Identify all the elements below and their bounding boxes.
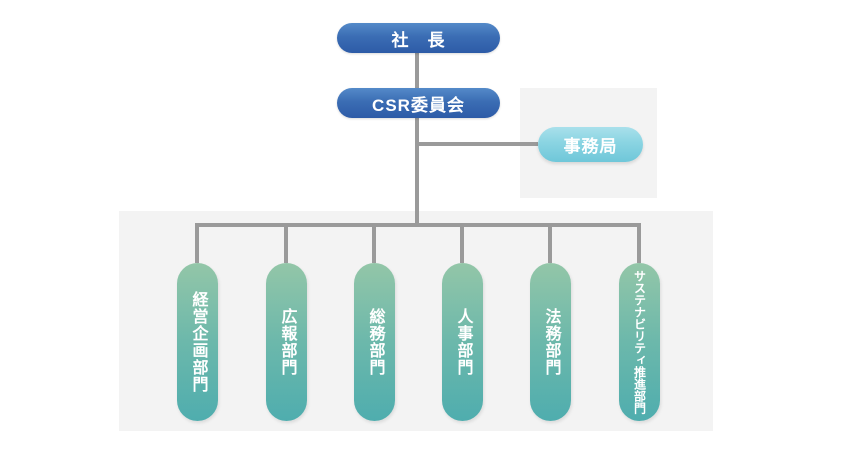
department-label: 人事部門: [454, 308, 472, 376]
department-label: 経営企画部門: [189, 291, 207, 393]
node-department-legal: 法務部門: [530, 263, 571, 421]
node-president: 社 長: [337, 23, 500, 53]
connector-drop-5: [548, 223, 552, 263]
node-department-human-resources: 人事部門: [442, 263, 483, 421]
department-label: 法務部門: [542, 308, 560, 376]
node-department-sustainability-promotion: サステナビリティ推進部門: [619, 263, 660, 421]
node-president-label: 社 長: [391, 30, 446, 50]
node-department-public-relations: 広報部門: [266, 263, 307, 421]
node-department-general-affairs: 総務部門: [354, 263, 395, 421]
node-csr-committee-label: CSR委員会: [372, 95, 465, 115]
connector-drop-6: [637, 223, 641, 263]
connector-president-csr: [415, 53, 419, 88]
department-label: 総務部門: [366, 308, 384, 376]
department-label: 広報部門: [278, 308, 296, 376]
node-department-corporate-planning: 経営企画部門: [177, 263, 218, 421]
connector-drop-1: [195, 223, 199, 263]
node-secretariat: 事務局: [538, 127, 643, 162]
connector-drop-2: [284, 223, 288, 263]
department-label: サステナビリティ推進部門: [632, 270, 647, 414]
connector-drop-4: [460, 223, 464, 263]
connector-secretariat: [417, 142, 538, 146]
node-secretariat-label: 事務局: [563, 137, 618, 156]
connector-csr-departments: [415, 118, 419, 227]
connector-drop-3: [372, 223, 376, 263]
departments-panel: [119, 211, 713, 431]
connector-departments-horizontal: [195, 223, 641, 227]
node-csr-committee: CSR委員会: [337, 88, 500, 118]
